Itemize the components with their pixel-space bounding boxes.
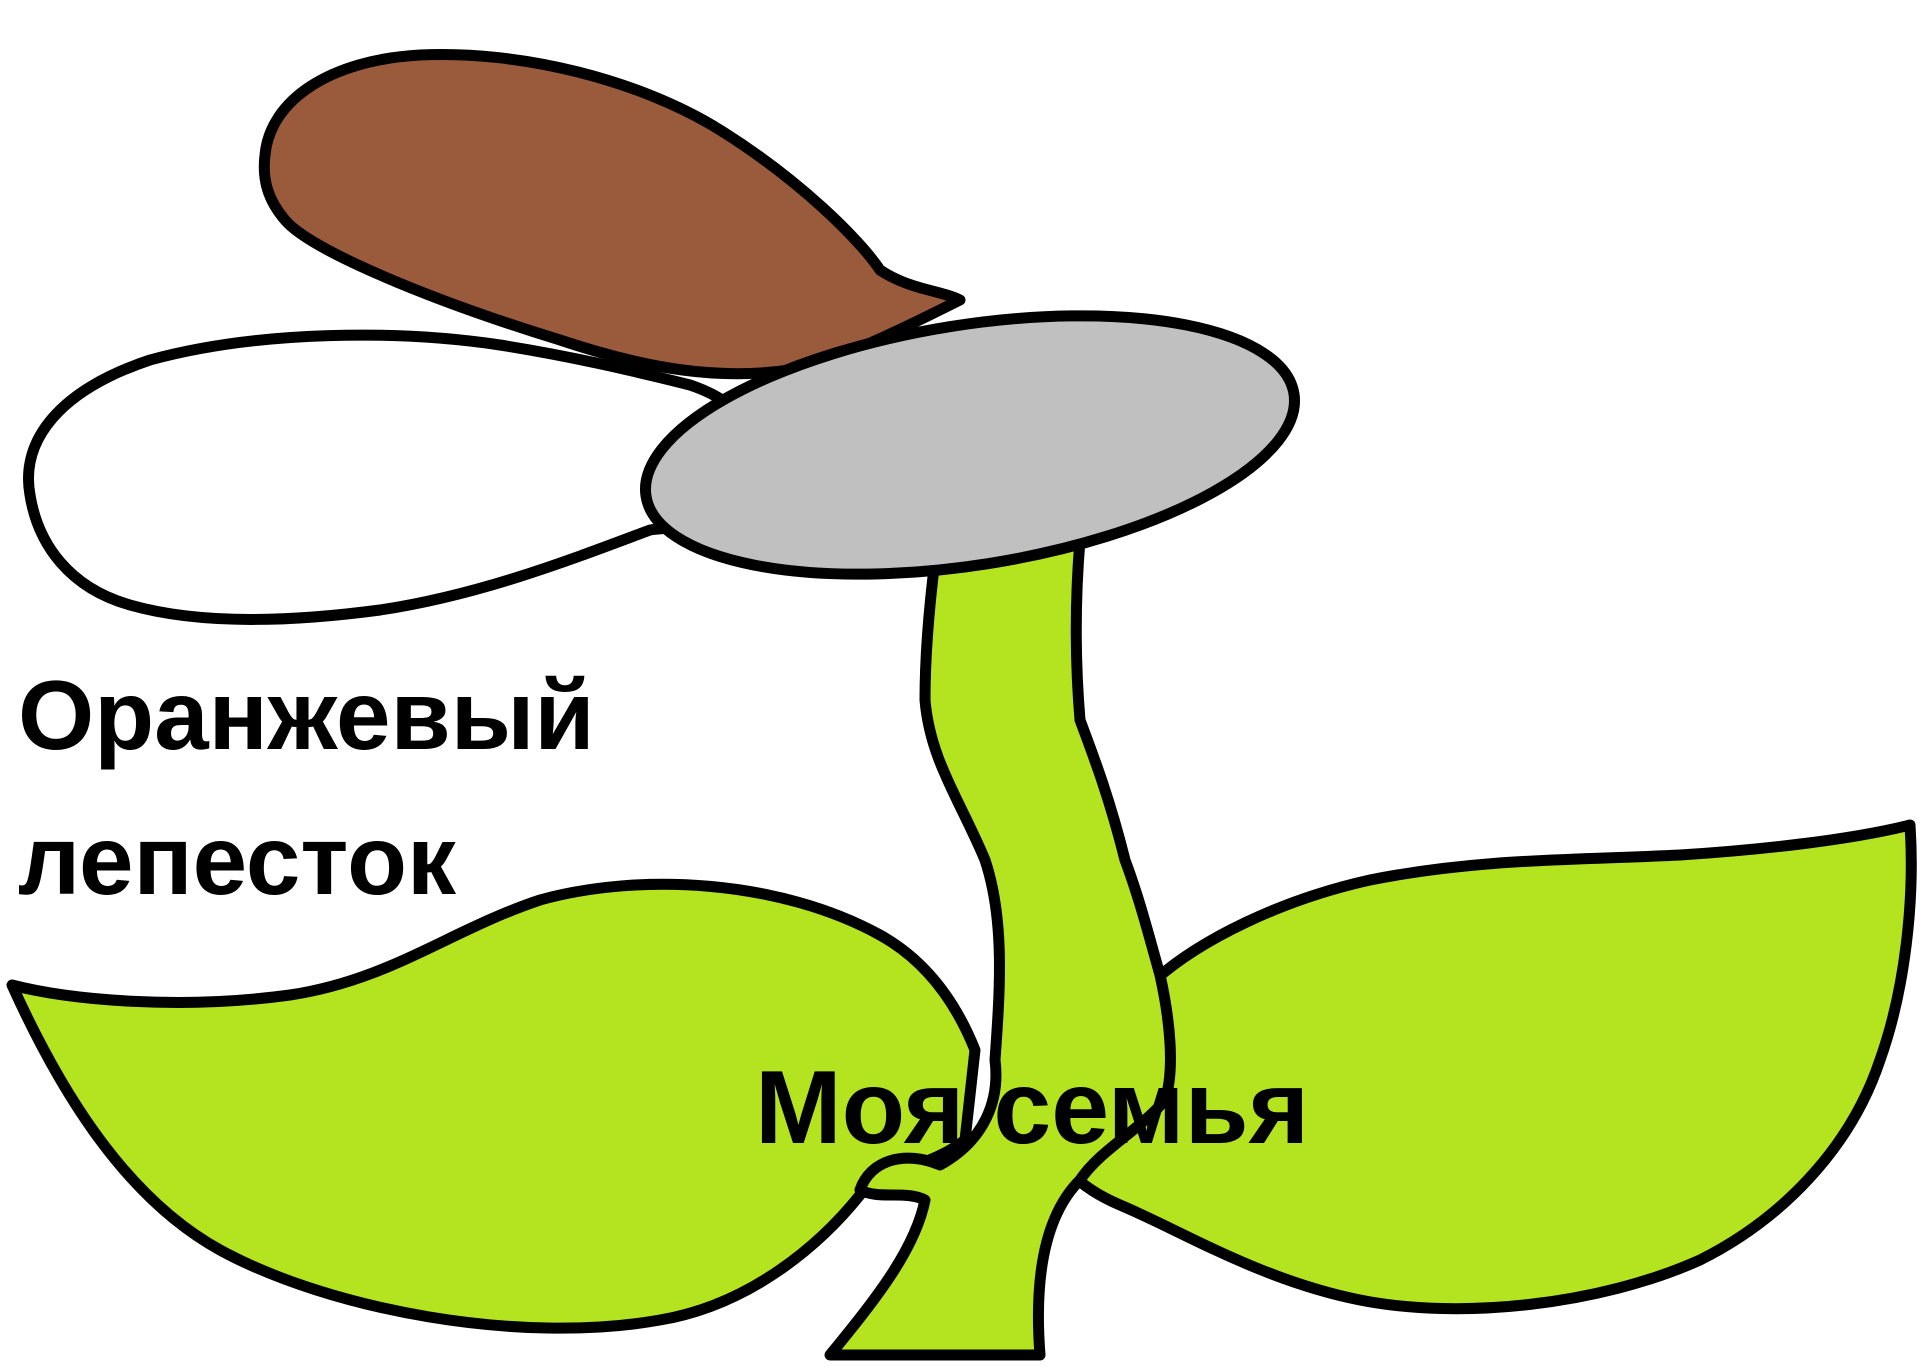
- center-label: Моя семья: [755, 1050, 1309, 1166]
- petal-label-line1: Оранжевый: [18, 660, 595, 770]
- petal-label-line2: лепесток: [18, 805, 456, 915]
- brown-petal: [264, 54, 960, 373]
